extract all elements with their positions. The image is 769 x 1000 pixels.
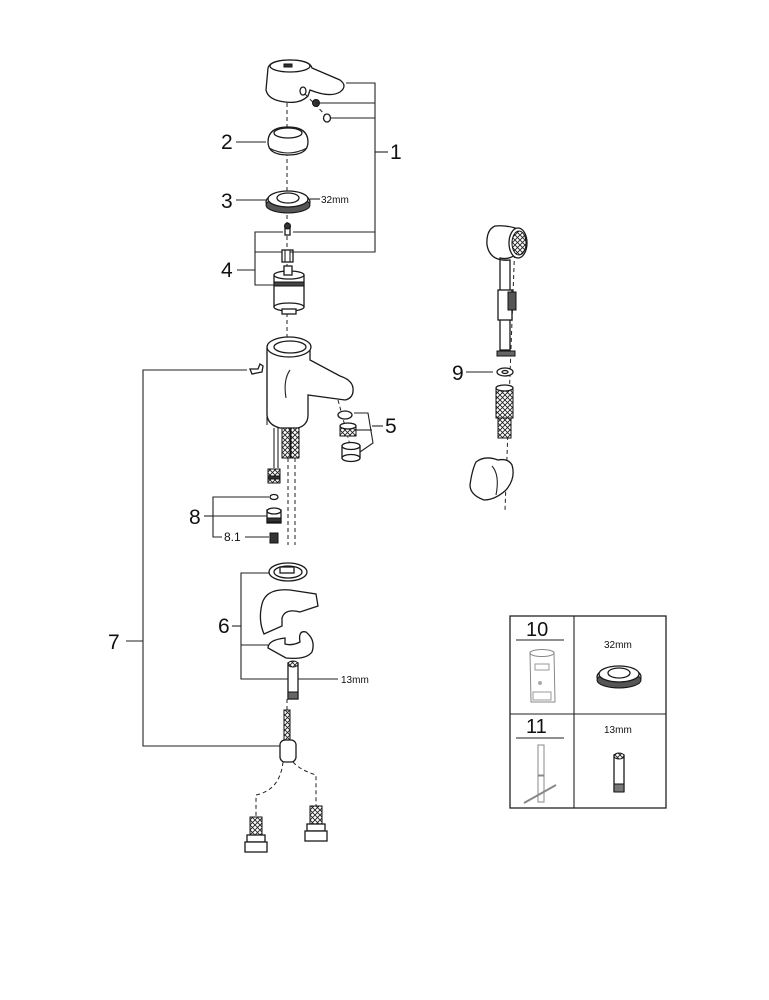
connection-set	[266, 468, 282, 544]
flex-hose-cold	[281, 427, 291, 459]
faucet-assembly	[244, 59, 361, 853]
stud-size-label: 13mm	[341, 675, 369, 686]
callout-9: 9	[452, 362, 464, 385]
callout-3: 3	[221, 190, 233, 213]
flex-hose-hot	[290, 427, 300, 459]
spray-holder	[469, 457, 514, 501]
aerator-housing	[341, 441, 361, 463]
cartridge-socket-wrench-icon	[529, 649, 556, 703]
hose-nut-right	[304, 805, 328, 842]
cartridge	[273, 265, 305, 315]
hose-fitting	[495, 384, 514, 439]
callout-8: 8	[189, 506, 201, 529]
hose-nut-left	[244, 816, 268, 853]
callout-7: 7	[108, 631, 120, 654]
pop-up-rod	[283, 709, 291, 741]
callout-6: 6	[218, 615, 230, 638]
handle-screw-hole	[299, 86, 307, 96]
callout-labels: 1 2 3 4 5 6 7 8 8.1 9 32mm 13mm	[108, 131, 464, 686]
aerator-washer	[337, 410, 353, 420]
nut-size-label: 32mm	[321, 195, 349, 206]
callout-5: 5	[385, 415, 397, 438]
check-valve	[269, 532, 279, 544]
mounting-clamp	[267, 631, 314, 660]
lever-handle	[265, 59, 345, 104]
callout-8-1: 8.1	[224, 530, 241, 544]
callout-leaders	[126, 82, 493, 747]
threaded-stud-icon	[613, 752, 625, 793]
tool-number-11: 11	[526, 716, 547, 738]
cartridge-adapter	[281, 249, 294, 263]
t-handle-key-icon	[523, 744, 557, 804]
mounting-nut-icon	[596, 665, 642, 689]
mounting-set	[259, 562, 319, 700]
handle-logo	[283, 63, 293, 68]
callout-1: 1	[390, 141, 402, 164]
callout-4: 4	[221, 259, 233, 282]
tool-11-size: 13mm	[604, 725, 632, 736]
hand-spray-assembly	[469, 225, 528, 511]
screw-cap	[322, 113, 332, 123]
faucet-body	[249, 336, 354, 429]
hose-connector	[279, 739, 297, 763]
callout-2: 2	[221, 131, 233, 154]
tool-10-size: 32mm	[604, 640, 632, 651]
tools-table: 10 32mm 11 13mm	[509, 615, 667, 809]
cartridge-nut	[265, 190, 311, 214]
tool-number-10: 10	[526, 619, 548, 641]
hand-spray-head	[486, 225, 528, 357]
spray-nozzle-face	[511, 230, 527, 256]
tools-table-frame	[509, 615, 667, 809]
aerator-insert	[339, 422, 357, 437]
mounting-plate	[259, 589, 319, 635]
popup-lever	[249, 363, 264, 375]
escutcheon-cap	[267, 126, 309, 156]
